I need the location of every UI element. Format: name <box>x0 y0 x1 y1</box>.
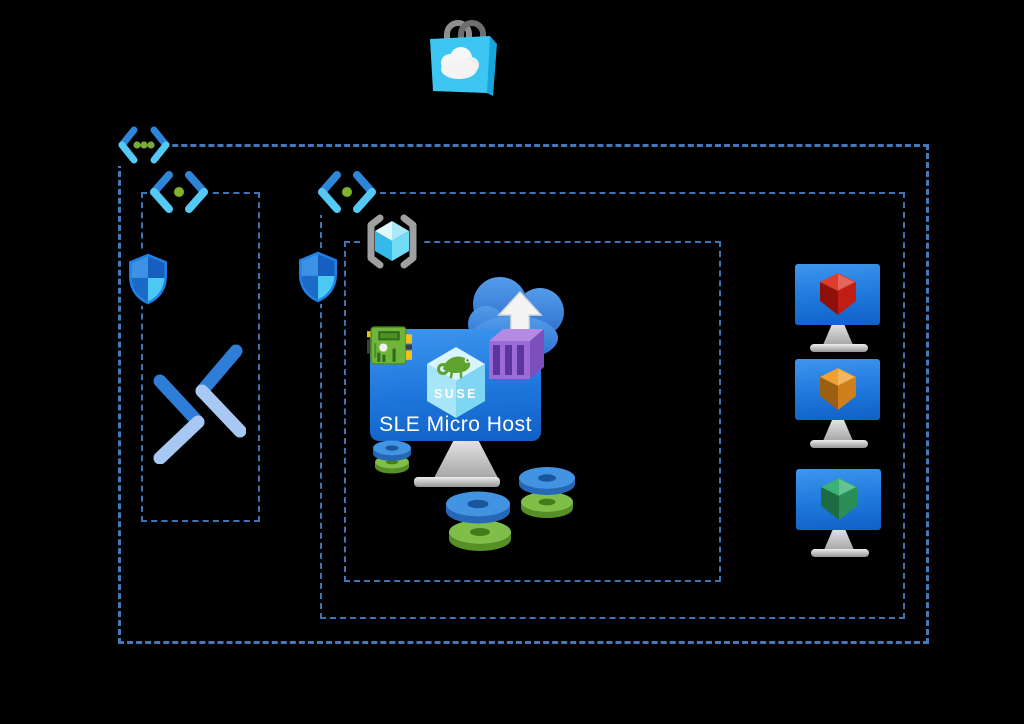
suse-chameleon-icon <box>436 356 470 379</box>
container-icon <box>489 329 544 379</box>
suse-logo-text: SUSE <box>433 387 477 401</box>
subnet-dot <box>174 187 184 197</box>
bag-side <box>485 36 497 96</box>
vm-label: SLE Micro Host <box>379 413 532 436</box>
workload-subnet-boundary <box>320 192 905 619</box>
subnet-icon <box>147 169 211 215</box>
bracket-left <box>367 214 384 269</box>
security-cube-red-icon <box>819 273 856 315</box>
embedded-board-icon <box>367 326 412 365</box>
azure-marketplace-bag-icon <box>430 20 497 96</box>
vnet-dot <box>147 140 155 149</box>
monitor-stand <box>823 420 853 441</box>
monitor-stand <box>824 529 854 550</box>
network-security-group-shield-icon <box>295 250 341 304</box>
vm-image-icon <box>360 211 424 273</box>
workload-vm-orange <box>795 359 880 420</box>
vnet-dot <box>140 140 148 149</box>
azure-bastion-icon <box>153 344 246 464</box>
security-cube-orange-icon <box>819 368 856 410</box>
cloud-glyph <box>441 47 479 79</box>
workload-vm-red <box>795 264 880 325</box>
bag-handle-icon <box>458 20 486 48</box>
network-security-group-shield-icon <box>125 252 171 306</box>
bracket-right <box>400 214 417 269</box>
monitor-stand-base <box>810 440 868 448</box>
security-cube-green-icon <box>820 478 857 520</box>
managed-disks-icon <box>519 467 575 518</box>
virtual-network-icon <box>116 123 172 166</box>
bag-handle-icon <box>444 20 472 50</box>
cloud-upload-icon <box>468 277 564 360</box>
sle-micro-host-vm: SUSE SLE Micro Host <box>370 329 541 441</box>
vnet-dot <box>133 140 141 149</box>
managed-disks-icon <box>446 491 511 551</box>
monitor-stand-base <box>414 477 500 487</box>
virtual-network-boundary <box>118 144 929 644</box>
suse-logo-cube: SUSE <box>426 347 485 418</box>
managed-disks-icon <box>373 440 411 474</box>
monitor-stand-base <box>811 549 869 557</box>
subnet-icon <box>315 169 379 215</box>
workload-vm-green <box>796 469 881 530</box>
monitor-stand-base <box>810 344 868 352</box>
subnet-dot <box>342 187 352 197</box>
monitor-stand <box>823 324 853 345</box>
image-group-boundary <box>344 241 721 582</box>
